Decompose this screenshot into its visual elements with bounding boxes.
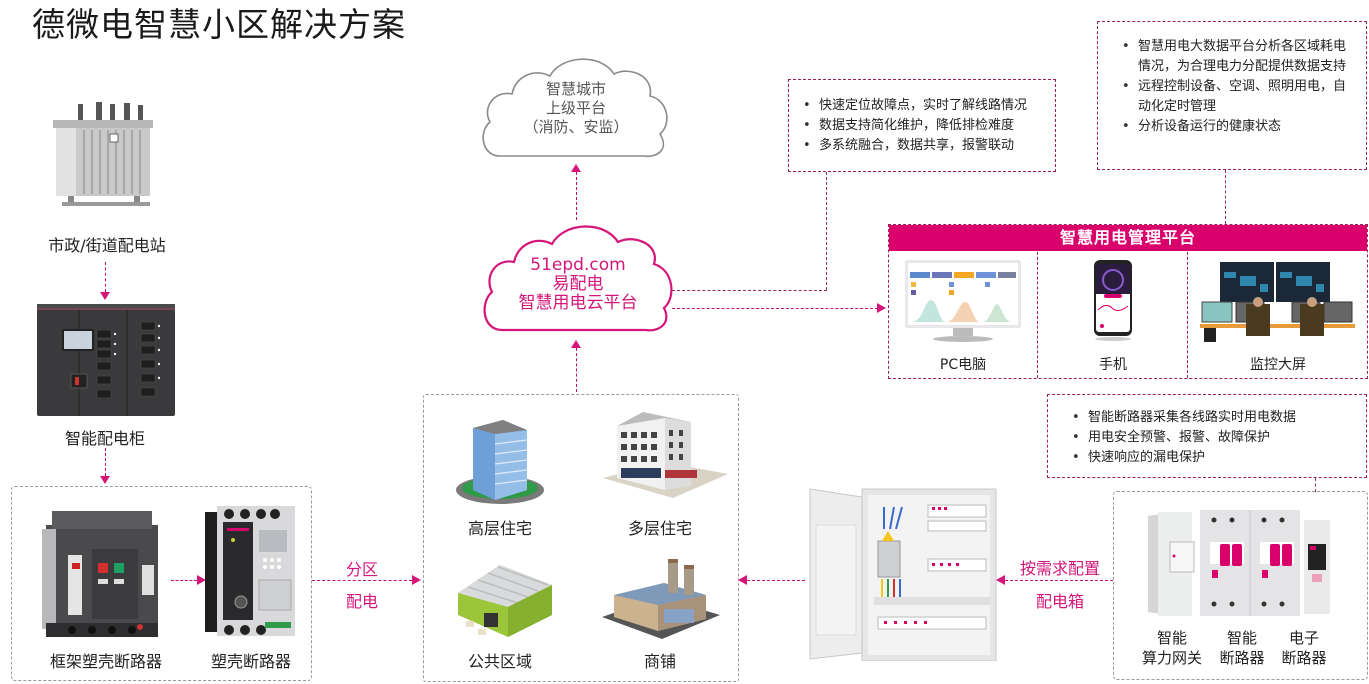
electronic-breaker-label-line2: 断路器 (1281, 649, 1327, 667)
feature-bullet: 快速定位故障点，实时了解线路情况 (799, 96, 1027, 116)
monitor-wall-label: 监控大屏 (1250, 357, 1306, 373)
frame-breaker-icon (42, 505, 167, 640)
city-cloud (478, 52, 674, 160)
multi-storey-building-icon (603, 408, 728, 503)
arrow-up-icon (571, 164, 581, 172)
connector-line (1225, 170, 1226, 224)
arrow-right-icon (197, 575, 206, 585)
city-cloud-line1: 智慧城市 (545, 80, 606, 98)
shop-label: 商铺 (643, 652, 676, 671)
arrow-left-icon (738, 575, 747, 585)
feature-bullet: 快速响应的漏电保护 (1068, 448, 1296, 468)
epd-cloud-text: 51epd.com 易配电 智慧用电云平台 (478, 256, 678, 313)
zone-power-line1: 分区 (345, 560, 378, 579)
connector-line (1005, 580, 1113, 581)
city-cloud-text: 智慧城市 上级平台 （消防、安监） (478, 80, 674, 137)
feature-bullet: 智能断路器采集各线路实时用电数据 (1068, 408, 1296, 428)
feature-bullet: 用电安全预警、报警、故障保护 (1068, 428, 1296, 448)
distribution-box-line1: 按需求配置 (1019, 559, 1100, 578)
high-rise-label: 高层住宅 (467, 519, 532, 538)
features-box-top-middle: 快速定位故障点，实时了解线路情况 数据支持简化维护，降低排检难度 多系统融合，数… (788, 79, 1056, 172)
smart-devices-icon (1148, 508, 1333, 620)
switchgear-cabinet-icon (37, 300, 177, 418)
platform-divider (1037, 252, 1038, 378)
platform-divider (1187, 252, 1188, 378)
feature-bullet: 多系统融合，数据共享，报警联动 (799, 136, 1027, 156)
epd-cloud-platform: 智慧用电云平台 (518, 293, 638, 313)
arrow-down-icon (100, 292, 110, 300)
connector-line (826, 172, 827, 290)
high-rise-building-icon (455, 412, 545, 507)
zone-power-line2: 配电 (345, 592, 378, 611)
transformer-icon (48, 98, 163, 213)
smart-breaker-label-line1: 智能 (1226, 629, 1257, 647)
platform-title: 智慧用电管理平台 (889, 225, 1367, 251)
feature-bullet: 智慧用电大数据平台分析各区域耗电情况，为合理电力分配提供数据支持 (1118, 37, 1348, 77)
connector-line (576, 172, 577, 220)
epd-cloud (478, 218, 678, 336)
connector-line (171, 580, 197, 581)
connector-line (1315, 478, 1316, 492)
substation-label: 市政/街道配电站 (48, 236, 166, 255)
page-title: 德微电智慧小区解决方案 (32, 5, 406, 44)
epd-cloud-brand: 易配电 (552, 274, 604, 294)
molded-breaker-label: 塑壳断路器 (210, 652, 291, 671)
arrow-right-icon (412, 575, 421, 585)
gateway-label: 智能 算力网关 (1138, 628, 1206, 668)
distribution-box-line2: 配电箱 (1035, 592, 1084, 611)
pc-monitor-icon[interactable] (905, 260, 1021, 342)
smart-devices-group (1113, 491, 1368, 680)
features-box-top-right: 智慧用电大数据平台分析各区域耗电情况，为合理电力分配提供数据支持 远程控制设备、… (1097, 21, 1367, 170)
molded-case-breaker-icon (205, 502, 297, 640)
arrow-right-icon (877, 303, 886, 313)
arrow-down-icon (100, 476, 110, 484)
electronic-breaker-label: 电子 断路器 (1276, 628, 1332, 668)
connector-line (576, 348, 577, 392)
smartphone-icon[interactable] (1092, 260, 1134, 342)
pc-label: PC电脑 (939, 357, 987, 373)
feature-bullet: 数据支持简化维护，降低排检难度 (799, 116, 1027, 136)
arrow-left-icon (996, 575, 1005, 585)
connector-line (105, 448, 106, 476)
connector-line (747, 580, 805, 581)
smart-breaker-label: 智能 断路器 (1214, 628, 1270, 668)
arrow-up-icon (571, 340, 581, 348)
breakers-group (11, 486, 312, 681)
public-area-warehouse-icon (448, 555, 560, 640)
epd-cloud-domain[interactable]: 51epd.com (530, 255, 626, 275)
connector-line (672, 308, 878, 309)
gateway-label-line2: 算力网关 (1141, 649, 1202, 667)
feature-bullet: 远程控制设备、空调、照明用电，自动化定时管理 (1118, 77, 1348, 117)
smart-cabinet-label: 智能配电柜 (64, 429, 145, 448)
city-cloud-line2: 上级平台 (545, 99, 606, 117)
electronic-breaker-label-line1: 电子 (1288, 629, 1319, 647)
distribution-box-icon (808, 485, 998, 662)
phone-label: 手机 (1099, 357, 1127, 373)
monitoring-wall-icon[interactable] (1200, 262, 1355, 344)
features-box-bottom-right: 智能断路器采集各线路实时用电数据 用电安全预警、报警、故障保护 快速响应的漏电保… (1047, 394, 1367, 478)
public-area-label: 公共区域 (467, 652, 532, 671)
gateway-label-line1: 智能 (1156, 629, 1187, 647)
connector-line (312, 580, 412, 581)
platform-box: 智慧用电管理平台 (888, 224, 1368, 379)
buildings-group (423, 394, 739, 682)
city-cloud-line3: （消防、安监） (523, 118, 629, 136)
connector-line (672, 290, 827, 291)
smart-breaker-label-line2: 断路器 (1219, 649, 1265, 667)
connector-line (105, 262, 106, 292)
shop-factory-icon (602, 555, 720, 640)
feature-bullet: 分析设备运行的健康状态 (1118, 117, 1348, 137)
multi-storey-label: 多层住宅 (627, 519, 692, 538)
frame-breaker-label: 框架塑壳断路器 (49, 652, 162, 671)
